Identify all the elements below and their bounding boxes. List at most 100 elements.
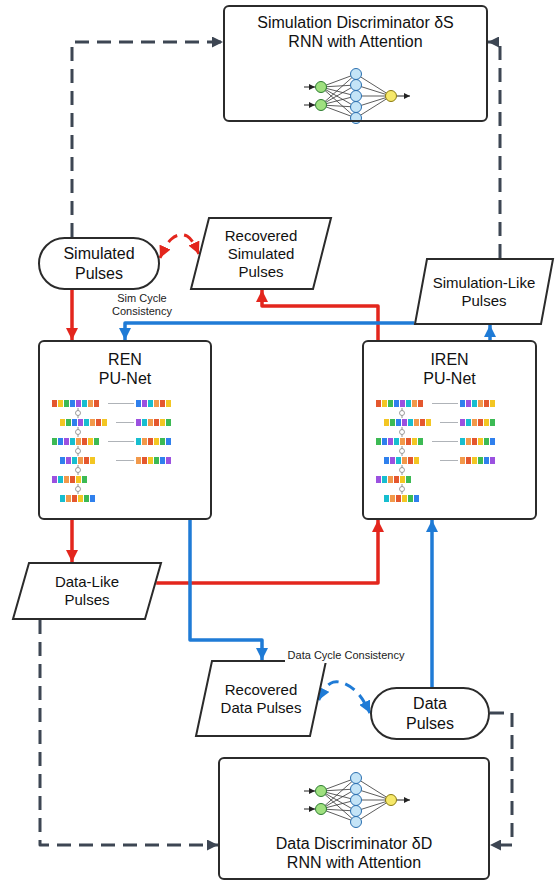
feature-block — [420, 419, 425, 426]
node-subtitle: PU-Net — [99, 369, 151, 388]
feature-block — [414, 419, 419, 426]
skip-line — [432, 441, 458, 442]
op-circle — [76, 468, 81, 473]
op-circle — [76, 449, 81, 454]
edge-label: Data Cycle Consistency — [285, 648, 408, 663]
feature-block — [58, 438, 63, 445]
discriminator-input-arrow — [72, 42, 223, 237]
feature-block — [84, 457, 89, 464]
feature-block — [484, 457, 489, 464]
feature-block — [148, 457, 153, 464]
feature-block — [388, 400, 393, 407]
feature-block — [388, 476, 393, 483]
node-heading: Recovered Simulated Pulses — [212, 227, 310, 281]
flow-arrow — [70, 520, 74, 562]
cycle-consistency-arrow — [160, 235, 199, 258]
op-circle — [400, 430, 405, 435]
feature-block — [490, 419, 495, 426]
feature-block — [142, 419, 147, 426]
feature-block — [402, 419, 407, 426]
feature-block — [408, 419, 413, 426]
feature-block — [382, 438, 387, 445]
feature-block — [78, 419, 83, 426]
feature-block — [396, 495, 401, 502]
feature-block — [96, 419, 101, 426]
node-subtitle: RNN with Attention — [287, 853, 421, 872]
feature-block — [136, 400, 141, 407]
feature-block — [60, 419, 65, 426]
feature-block — [136, 438, 141, 445]
feature-block — [70, 400, 75, 407]
feature-block — [418, 438, 423, 445]
feature-block — [142, 457, 147, 464]
feature-block — [400, 476, 405, 483]
feature-block — [478, 438, 483, 445]
node-heading: Data-Like Pulses — [32, 573, 142, 609]
feature-block — [102, 419, 107, 426]
feature-block — [382, 400, 387, 407]
pulse-output: Recovered Simulated Pulses — [190, 217, 332, 290]
feature-block — [406, 476, 411, 483]
cycle-consistency-arrow — [319, 682, 370, 713]
feature-block — [390, 457, 395, 464]
feature-block — [90, 419, 95, 426]
feature-block — [408, 495, 413, 502]
skip-line — [116, 460, 134, 461]
discriminator-input-arrow — [488, 42, 500, 258]
feature-block — [394, 400, 399, 407]
node-subtitle: RNN with Attention — [288, 32, 422, 51]
feature-block — [154, 400, 159, 407]
flow-arrow — [190, 520, 262, 660]
feature-block — [384, 457, 389, 464]
feature-block — [490, 400, 495, 407]
node-heading: REN — [108, 350, 142, 369]
feature-block — [58, 476, 63, 483]
skip-line — [432, 403, 458, 404]
discriminator-box: Data Discriminator δDRNN with Attention — [218, 757, 490, 880]
feature-block — [60, 495, 65, 502]
discriminator-input-arrow — [40, 620, 218, 845]
feature-block — [394, 476, 399, 483]
pulse-source: Simulated Pulses — [38, 237, 160, 290]
feature-block — [412, 438, 417, 445]
skip-line — [440, 422, 458, 423]
feature-block — [400, 438, 405, 445]
feature-block — [418, 400, 423, 407]
feature-block — [148, 419, 153, 426]
pulse-output: Simulation-Like Pulses — [414, 258, 554, 325]
feature-block — [460, 438, 465, 445]
feature-block — [406, 438, 411, 445]
node-subtitle: PU-Net — [423, 369, 475, 388]
discriminator-input-arrow — [490, 713, 512, 845]
node-heading: Simulated Pulses — [52, 244, 146, 282]
feature-block — [90, 495, 95, 502]
feature-block — [166, 419, 171, 426]
feature-block — [142, 438, 147, 445]
feature-block — [460, 457, 465, 464]
feature-block — [484, 419, 489, 426]
neural-net-icon — [304, 773, 410, 828]
feature-block — [148, 438, 153, 445]
feature-block — [490, 438, 495, 445]
feature-block — [490, 457, 495, 464]
feature-block — [166, 457, 171, 464]
parallelogram-shape — [191, 218, 331, 289]
feature-block — [52, 438, 57, 445]
feature-block — [384, 419, 389, 426]
feature-block — [72, 419, 77, 426]
feature-block — [478, 400, 483, 407]
flow-arrow — [262, 290, 378, 340]
node-heading: IREN — [430, 350, 468, 369]
feature-block — [66, 495, 71, 502]
feature-block — [466, 419, 471, 426]
parallelogram-shape — [415, 259, 553, 324]
feature-block — [66, 457, 71, 464]
feature-block — [148, 400, 153, 407]
feature-block — [94, 438, 99, 445]
feature-block — [408, 457, 413, 464]
feature-block — [76, 438, 81, 445]
node-heading: Simulation Discriminator δS — [257, 13, 454, 32]
feature-block — [402, 457, 407, 464]
